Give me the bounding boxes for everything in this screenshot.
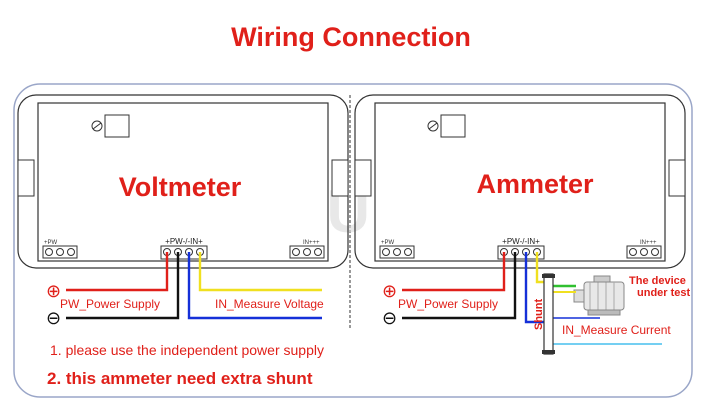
voltmeter-left-conn-label: +PW [44, 240, 58, 246]
ammeter-board [374, 102, 666, 262]
ammeter-chip [440, 114, 466, 138]
voltmeter-wire-yellow [198, 252, 322, 292]
ammeter-right-conn-label: IN+++ [640, 240, 657, 246]
voltmeter-wire-blue [187, 252, 322, 320]
ammeter-label: Ammeter [476, 169, 594, 199]
outer-frame [13, 83, 693, 398]
voltmeter-wire-red [66, 252, 169, 292]
voltmeter-label: Voltmeter [119, 172, 242, 202]
device-label-line2: under test [637, 287, 691, 299]
voltmeter-wire-black [66, 252, 180, 320]
motor-icon [573, 275, 625, 316]
voltmeter-power-label: PW_Power Supply [60, 297, 160, 311]
voltmeter-terminal-label: +PW-/-IN+ [165, 237, 203, 246]
note-extra-shunt: 2. this ammeter need extra shunt [47, 369, 313, 388]
ammeter-terminal-block [497, 245, 545, 260]
voltmeter-minus-icon: ⊖ [46, 308, 61, 329]
voltmeter-plus-icon: ⊕ [46, 281, 61, 302]
ammeter-plus-icon: ⊕ [382, 281, 397, 302]
device-label-line1: The device [629, 275, 686, 287]
ammeter-left-tab [354, 159, 372, 197]
shunt-body [543, 273, 554, 355]
voltmeter-panel: +PW IN+++ +PW-/-IN+ Voltmeter [17, 94, 349, 269]
ammeter-wire-blue [524, 252, 544, 324]
ammeter-terminal-label: +PW-/-IN+ [502, 237, 540, 246]
voltmeter-measure-label: IN_Measure Voltage [215, 297, 324, 311]
ammeter-wire-yellow [535, 252, 544, 284]
voltmeter-left-tab [17, 159, 35, 197]
ammeter-wire-red [402, 252, 506, 292]
shunt-label: Shunt [533, 299, 545, 330]
voltmeter-board [37, 102, 329, 262]
voltmeter-right-conn-label: IN+++ [303, 240, 320, 246]
ammeter-left-conn-label: +PW [381, 240, 395, 246]
ammeter-power-label: PW_Power Supply [398, 297, 498, 311]
ammeter-right-tab [668, 159, 686, 197]
voltmeter-chip [104, 114, 130, 138]
ammeter-wire-black [402, 252, 517, 320]
voltmeter-right-tab [331, 159, 349, 197]
ammeter-measure-label: IN_Measure Current [562, 323, 671, 337]
ammeter-minus-icon: ⊖ [382, 308, 397, 329]
voltmeter-terminal-block [160, 245, 208, 260]
note-independent-power: 1. please use the independent power supp… [50, 342, 324, 358]
page-title: Wiring Connection [231, 22, 471, 52]
ammeter-panel: +PW IN+++ +PW-/-IN+ Ammeter [354, 94, 686, 269]
